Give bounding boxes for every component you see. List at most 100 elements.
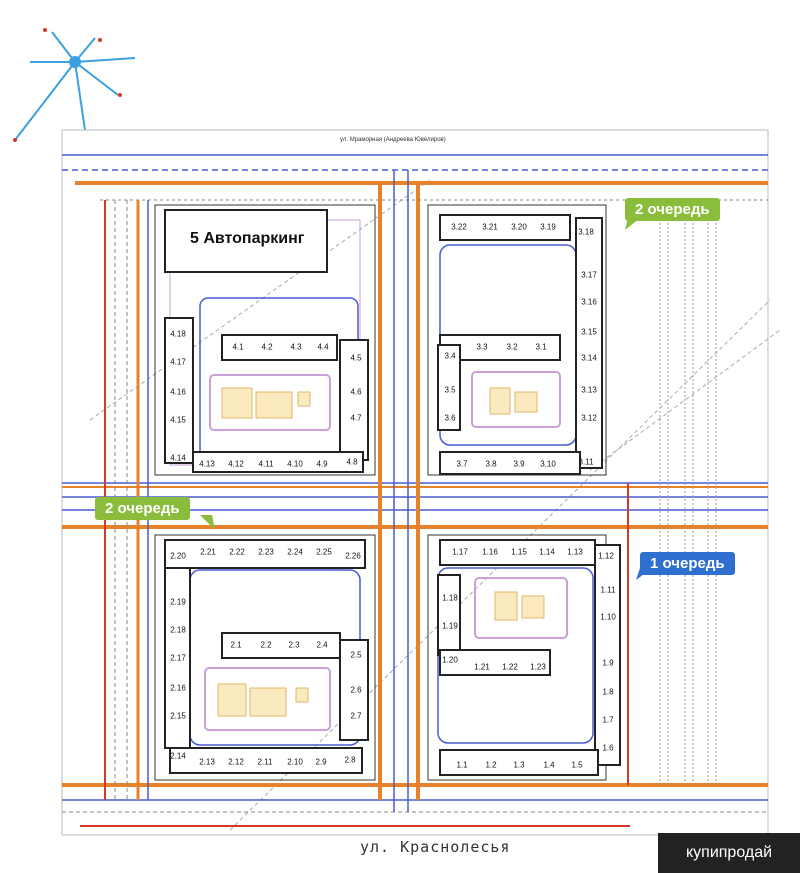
unit-label: 4.1 (232, 342, 244, 352)
unit-label: 1.23 (530, 662, 546, 672)
unit-label: 1.22 (502, 662, 518, 672)
queue-label-2-top: 2 очередь (625, 198, 720, 221)
unit-label: 3.2 (506, 342, 518, 352)
unit-label: 2.3 (288, 640, 300, 650)
unit-label: 3.15 (581, 327, 597, 337)
unit-label: 4.16 (170, 387, 186, 397)
unit-label: 2.4 (316, 640, 328, 650)
unit-label: 4.2 (261, 342, 273, 352)
unit-label: 2.22 (229, 547, 245, 557)
unit-label: 1.1 (456, 760, 468, 770)
block-2-buildings (164, 539, 369, 774)
unit-label: 3.20 (511, 222, 527, 232)
queue-label-2-left: 2 очередь (95, 497, 190, 520)
parking-label: 5 Автопаркинг (190, 230, 305, 247)
unit-label: 3.8 (485, 459, 497, 469)
unit-label: 4.12 (228, 459, 244, 469)
unit-label: 4.11 (258, 459, 274, 469)
unit-label: 1.17 (452, 547, 468, 557)
unit-label: 4.3 (290, 342, 302, 352)
queue-label-1: 1 очередь (640, 552, 735, 575)
unit-label: 1.4 (543, 760, 555, 770)
unit-label: 1.18 (442, 593, 458, 603)
unit-label: 2.9 (315, 757, 327, 767)
unit-label: 3.11 (578, 457, 594, 467)
watermark-logo: купипродай (658, 833, 800, 873)
unit-label: 4.17 (170, 357, 186, 367)
unit-label: 4.10 (287, 459, 303, 469)
unit-label: 4.8 (346, 457, 358, 467)
unit-label: 2.8 (344, 755, 356, 765)
unit-label: 1.2 (485, 760, 497, 770)
unit-label: 4.9 (316, 459, 328, 469)
unit-label: 3.17 (581, 270, 597, 280)
unit-label: 3.19 (540, 222, 556, 232)
unit-label: 2.13 (199, 757, 215, 767)
unit-label: 1.13 (567, 547, 583, 557)
unit-label: 2.15 (170, 711, 186, 721)
unit-label: 1.5 (571, 760, 583, 770)
unit-label: 2.21 (200, 547, 216, 557)
block-4-buildings (164, 317, 369, 473)
unit-label: 2.25 (316, 547, 332, 557)
unit-label: 3.5 (444, 385, 456, 395)
unit-label: 1.21 (474, 662, 490, 672)
block-3-buildings (437, 214, 603, 475)
unit-label: 1.14 (539, 547, 555, 557)
unit-label: 2.5 (350, 650, 362, 660)
unit-label: 2.10 (287, 757, 303, 767)
unit-label: 4.6 (350, 387, 362, 397)
unit-label: 2.11 (257, 757, 273, 767)
unit-label: 3.1 (535, 342, 547, 352)
unit-label: 1.10 (600, 612, 616, 622)
unit-label: 3.22 (451, 222, 467, 232)
unit-label: 3.4 (444, 351, 456, 361)
street-label-bottom: ул. Краснолесья (360, 838, 511, 856)
unit-label: 4.15 (170, 415, 186, 425)
unit-label: 2.7 (350, 711, 362, 721)
unit-label: 1.9 (602, 658, 614, 668)
unit-label: 2.12 (228, 757, 244, 767)
unit-label: 1.16 (482, 547, 498, 557)
unit-label: 3.3 (476, 342, 488, 352)
unit-label: 1.7 (602, 715, 614, 725)
unit-label: 2.18 (170, 625, 186, 635)
compass-rose-icon (13, 28, 136, 142)
unit-label: 2.16 (170, 683, 186, 693)
block-1-buildings (437, 539, 621, 776)
unit-label: 4.5 (350, 353, 362, 363)
unit-label: 1.6 (602, 743, 614, 753)
unit-label: 3.21 (482, 222, 498, 232)
unit-label: 3.18 (578, 227, 594, 237)
unit-label: 3.13 (581, 385, 597, 395)
unit-label: 4.14 (170, 453, 186, 463)
unit-label: 2.26 (345, 551, 361, 561)
unit-label: 3.6 (444, 413, 456, 423)
street-label-top: ул. Мраморная (Андреева Ювелиров) (340, 137, 446, 143)
unit-label: 4.18 (170, 329, 186, 339)
unit-label: 3.10 (540, 459, 556, 469)
unit-label: 2.23 (258, 547, 274, 557)
unit-label: 1.19 (442, 621, 458, 631)
unit-label: 2.19 (170, 597, 186, 607)
unit-label: 2.14 (170, 751, 186, 761)
unit-label: 1.3 (513, 760, 525, 770)
unit-label: 3.7 (456, 459, 468, 469)
unit-label: 4.7 (350, 413, 362, 423)
unit-label: 4.13 (199, 459, 215, 469)
unit-label: 2.20 (170, 551, 186, 561)
unit-label: 2.2 (260, 640, 272, 650)
unit-label: 1.20 (442, 655, 458, 665)
unit-label: 1.11 (600, 585, 616, 595)
unit-label: 3.12 (581, 413, 597, 423)
unit-label: 3.9 (513, 459, 525, 469)
unit-label: 1.12 (598, 551, 614, 561)
unit-label: 3.14 (581, 353, 597, 363)
block-4 (154, 204, 376, 476)
unit-label: 2.6 (350, 685, 362, 695)
unit-label: 1.8 (602, 687, 614, 697)
unit-label: 2.17 (170, 653, 186, 663)
unit-label: 4.4 (317, 342, 329, 352)
unit-label: 1.15 (511, 547, 527, 557)
